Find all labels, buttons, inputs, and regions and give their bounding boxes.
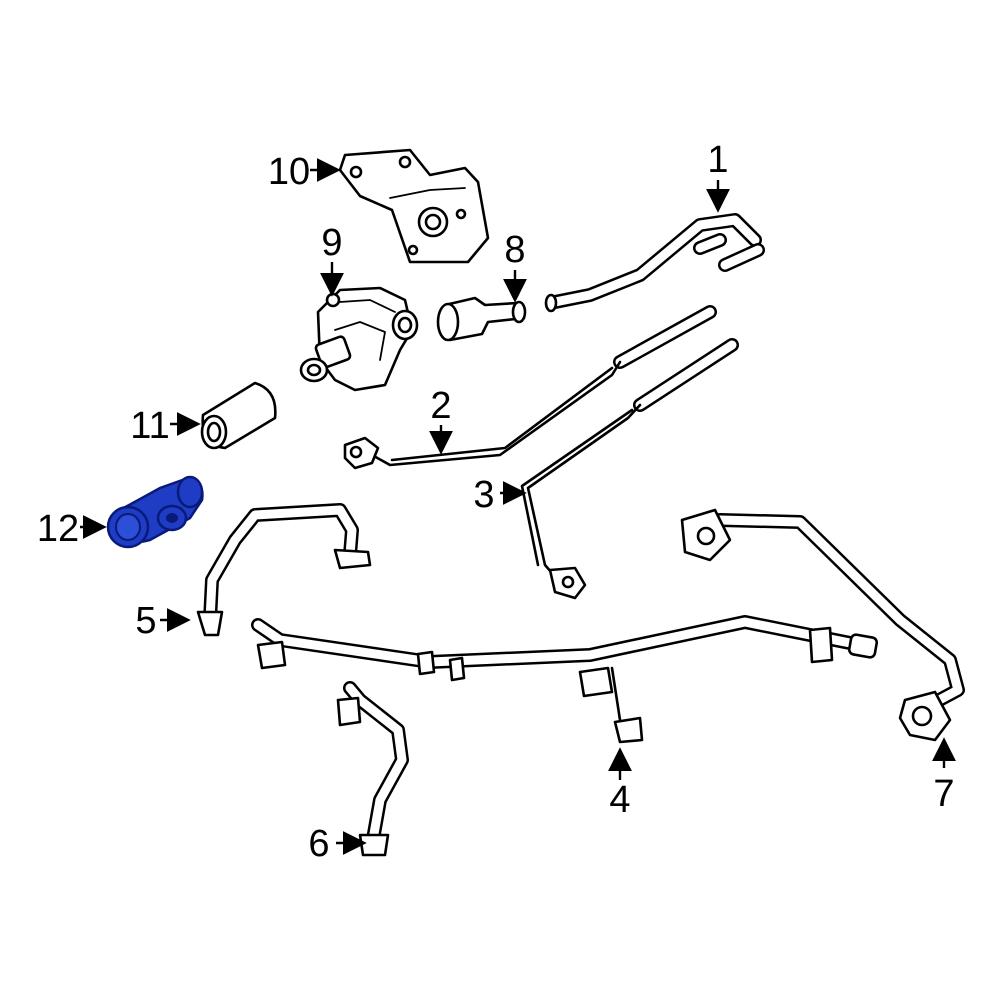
callout-8: 8 [504,229,525,271]
callout-9: 9 [321,222,342,264]
callout-labels: 1 2 3 4 5 6 7 8 9 10 11 12 [37,139,955,865]
part-4-line[interactable] [251,615,879,744]
leader-lines [80,158,956,855]
part-1-hose[interactable] [544,213,765,313]
part-6-line[interactable] [336,681,409,857]
callout-6: 6 [308,823,329,865]
part-10-bracket[interactable] [338,148,490,264]
callout-5: 5 [135,600,156,642]
part-8-fitting[interactable] [436,296,527,342]
part-5-line[interactable] [196,503,372,637]
part-2-line[interactable] [343,305,717,470]
part-3-line[interactable] [520,338,739,600]
callout-3: 3 [473,474,494,516]
callout-2: 2 [430,385,451,427]
part-7-hose[interactable] [680,508,965,742]
part-11-sleeve[interactable] [200,381,277,450]
part-12-union-highlighted[interactable] [106,475,204,549]
callout-4: 4 [609,779,630,821]
callout-10: 10 [268,151,310,193]
callout-1: 1 [707,139,728,181]
callout-7: 7 [933,773,954,815]
callout-12: 12 [37,508,79,550]
part-9-pump[interactable] [299,286,419,392]
callout-11: 11 [130,405,169,447]
